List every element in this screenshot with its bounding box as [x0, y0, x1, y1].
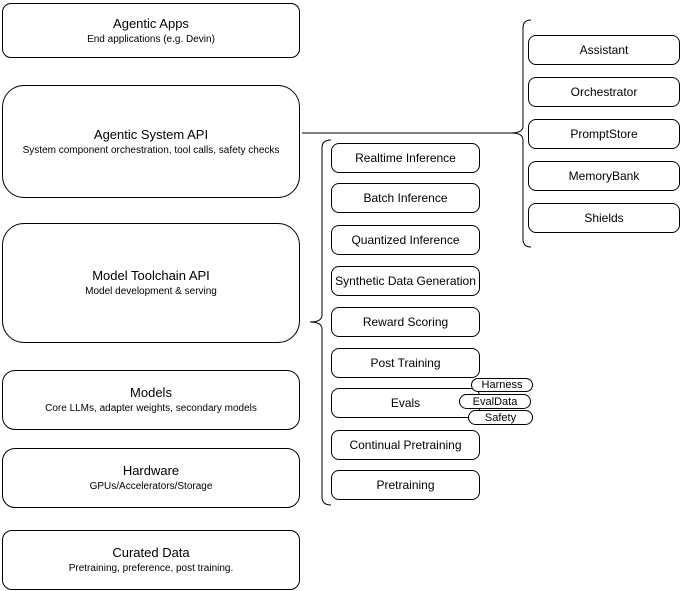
- node-title: Curated Data: [112, 545, 190, 560]
- tag-harness: Harness: [471, 378, 533, 392]
- tag-label: Harness: [481, 379, 523, 391]
- node-agentic-apps: Agentic Apps End applications (e.g. Devi…: [2, 3, 300, 58]
- node-title: Agentic System API: [93, 126, 209, 142]
- node-subtitle: Core LLMs, adapter weights, secondary mo…: [45, 403, 257, 414]
- node-label: PromptStore: [570, 127, 638, 141]
- node-continual-pretraining: Continual Pretraining: [331, 430, 480, 460]
- node-label: Synthetic Data Generation: [335, 274, 476, 288]
- node-promptstore: PromptStore: [528, 119, 680, 149]
- node-realtime-inference: Realtime Inference: [331, 143, 480, 173]
- node-synthetic-data-generation: Synthetic Data Generation: [331, 266, 480, 296]
- node-label: Continual Pretraining: [349, 438, 462, 452]
- node-subtitle: End applications (e.g. Devin): [87, 33, 215, 45]
- tag-label: EvalData: [472, 395, 518, 408]
- node-label: Batch Inference: [363, 191, 448, 205]
- node-label: Reward Scoring: [362, 315, 449, 329]
- node-post-training: Post Training: [331, 348, 480, 378]
- node-label: Pretraining: [376, 478, 435, 492]
- node-label: Realtime Inference: [355, 151, 456, 165]
- node-reward-scoring: Reward Scoring: [331, 307, 480, 337]
- node-label: Assistant: [579, 43, 629, 57]
- tag-safety: Safety: [468, 410, 533, 425]
- node-quantized-inference: Quantized Inference: [331, 225, 480, 255]
- node-models: Models Core LLMs, adapter weights, secon…: [2, 370, 300, 430]
- node-label: Orchestrator: [570, 85, 638, 99]
- tag-evaldata: EvalData: [459, 394, 531, 409]
- node-hardware: Hardware GPUs/Accelerators/Storage: [2, 448, 300, 508]
- toolchain-services-brace: [309, 139, 332, 506]
- node-agentic-system-api: Agentic System API System component orch…: [2, 85, 300, 198]
- node-subtitle: Model development & serving: [85, 286, 217, 297]
- node-label: Quantized Inference: [351, 233, 460, 247]
- node-pretraining: Pretraining: [331, 470, 480, 500]
- node-batch-inference: Batch Inference: [331, 183, 480, 213]
- node-title: Model Toolchain API: [92, 268, 210, 283]
- node-label: MemoryBank: [568, 169, 640, 183]
- node-shields: Shields: [528, 203, 680, 233]
- node-curated-data: Curated Data Pretraining, preference, po…: [2, 530, 300, 590]
- node-subtitle: System component orchestration, tool cal…: [22, 144, 280, 156]
- node-label: Shields: [584, 211, 624, 225]
- node-subtitle: GPUs/Accelerators/Storage: [89, 481, 213, 492]
- node-title: Hardware: [122, 463, 180, 478]
- node-model-toolchain-api: Model Toolchain API Model development & …: [2, 223, 300, 343]
- node-title: Agentic Apps: [113, 15, 189, 31]
- node-label: Evals: [390, 396, 421, 410]
- node-subtitle: Pretraining, preference, post training.: [68, 563, 234, 574]
- node-label: Post Training: [370, 356, 441, 370]
- tag-label: Safety: [484, 411, 517, 424]
- node-orchestrator: Orchestrator: [528, 77, 680, 107]
- node-assistant: Assistant: [528, 35, 680, 65]
- node-evals: Evals: [331, 388, 480, 418]
- node-memorybank: MemoryBank: [528, 161, 680, 191]
- node-title: Models: [130, 385, 172, 400]
